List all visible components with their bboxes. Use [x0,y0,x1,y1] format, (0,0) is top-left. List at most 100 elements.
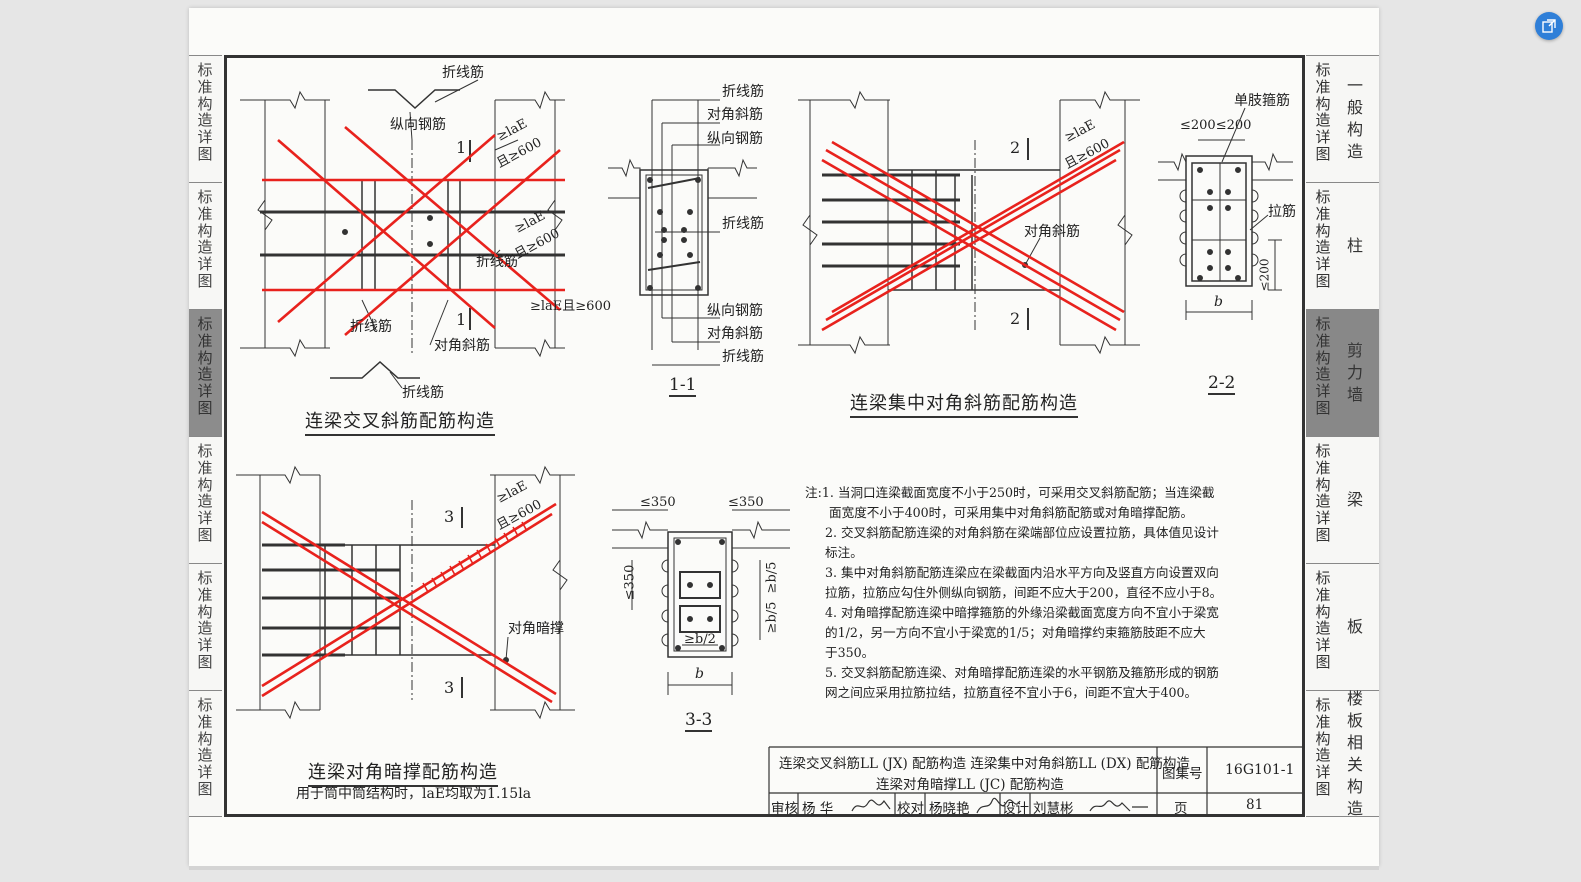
right-tab-shear-wall[interactable]: 标准构造详图剪力墙 [1306,309,1379,436]
fig1-label-zhexian-left: 折线筋 [350,319,392,335]
fig2-red-bars [821,140,1125,332]
right-tab-category: 一般构造 [1346,76,1363,161]
right-tab-label: 标准构造详图 [1315,442,1331,544]
note-line: 网之间应采用拉筋拉结，拉筋直径不宜小于6，间距不宜大于400。 [825,685,1198,700]
note-line: 4. 对角暗撑配筋连梁中暗撑箍筋的外缘沿梁截面宽度方向不宜小于梁宽 [825,605,1219,620]
fig1-label-zhexian-top: 折线筋 [442,65,484,81]
note-line: 的1/2，另一方向不宜小于梁宽的1/5；对角暗撑约束箍筋肢距不应大 [825,625,1206,640]
fig1-sec-bottom: 1 [456,310,467,329]
s1-label-zhexian-1: 折线筋 [722,84,764,100]
fig1-red-bars [262,126,565,336]
fig2-label-duijiao: 对角斜筋 [1024,224,1080,240]
design-label: 设计 [1002,801,1029,817]
right-tab-label: 标准构造详图 [1315,61,1331,163]
right-tab-general[interactable]: 标准构造详图一般构造 [1306,55,1379,182]
title-block-lines [768,746,1305,817]
note-line: 于350。 [825,645,875,660]
s3-dim-b5-2: ≥b/5 [764,601,780,634]
s3-dim-350-vert: ≤350 [622,564,638,601]
right-tab-category: 梁 [1346,490,1363,509]
open-external-icon [1542,19,1556,33]
s2-label-danzhi: 单肢箍筋 [1234,93,1290,109]
left-tab-label: 标准构造详图 [197,315,213,417]
note-line: 2. 交叉斜筋配筋连梁的对角斜筋在梁端部位应设置拉筋，具体值见设计 [825,525,1219,540]
right-tab-slab-related[interactable]: 标准构造详图楼板相关构造 [1306,688,1379,818]
atlas-number: 16G101-1 [1225,762,1295,778]
title-block-line1: 连梁交叉斜筋LL (JX) 配筋构造 连梁集中对角斜筋LL (DX) 配筋构造 [779,756,1190,772]
fig1-title: 连梁交叉斜筋配筋构造 [305,407,495,436]
s2-dim-200: ≤200 [1257,258,1272,292]
page-number: 81 [1246,797,1264,813]
right-tab-slab[interactable]: 标准构造详图板 [1306,563,1379,690]
s1-label-zongxiang-1: 纵向钢筋 [707,131,763,147]
fig3-linework [236,465,575,720]
fig3-sec-top: 3 [444,507,455,526]
checker-name: 杨晓艳 [929,801,970,817]
s1-label-duijiao-1: 对角斜筋 [707,107,763,123]
fig3-title: 连梁对角暗撑配筋构造 [308,758,498,787]
section-3-3-title: 3-3 [685,710,713,732]
check-label: 校对 [897,801,924,817]
fig2-sec-bottom: 2 [1010,309,1021,328]
left-tab-6[interactable]: 标准构造详图 [189,690,222,817]
s2-dim-200-200: ≤200≤200 [1180,118,1252,133]
design-notes: 注:1. 当洞口连梁截面宽度不小于250时，可采用交叉斜筋配筋；当连梁截 面宽度… [805,483,1275,703]
section-2-2-linework [1158,107,1293,320]
right-tab-category: 楼板相关构造 [1346,688,1363,818]
left-tab-label: 标准构造详图 [197,696,213,798]
right-tab-label: 标准构造详图 [1315,315,1331,417]
section-1-1-linework [608,99,757,366]
drawing-frame [224,55,1305,817]
s3-dim-b2: ≥b/2 [684,632,716,647]
fig3-red-bars [261,502,557,704]
fig1-anchor-bottom: ≥laE且≥600 [530,299,611,314]
s1-label-duijiao-2: 对角斜筋 [707,326,763,342]
note-line: 3. 集中对角斜筋配筋连梁应在梁截面内沿水平方向及竖直方向设置双向 [825,565,1219,580]
left-tab-1[interactable]: 标准构造详图 [189,55,222,182]
s3-dim-b5-1: ≥b/5 [764,561,780,594]
left-tab-label: 标准构造详图 [197,188,213,290]
note-line: 5. 交叉斜筋配筋连梁、对角暗撑配筋连梁的水平钢筋及箍筋形成的钢筋 [825,665,1219,680]
right-tab-column[interactable]: 标准构造详图柱 [1306,182,1379,309]
s2-dim-b: b [1214,294,1223,310]
review-label: 审核 [771,801,798,817]
s1-label-zhexian-2: 折线筋 [722,216,764,232]
drawing-sheet [189,8,1379,866]
fig1-label-duijiao: 对角斜筋 [434,338,490,354]
note-line: 标注。 [825,545,863,560]
page-bottom-strip [189,866,1379,870]
left-tab-label: 标准构造详图 [197,61,213,163]
fig3-sec-bottom: 3 [444,678,455,697]
title-block-line2: 连梁对角暗撑LL (JC) 配筋构造 [876,777,1064,793]
s1-label-zhexian-3: 折线筋 [722,349,764,365]
section-1-1-title: 1-1 [669,375,697,397]
s3-dim-350-right: ≤350 [728,495,764,510]
s3-dim-350-left: ≤350 [640,495,676,510]
left-tab-label: 标准构造详图 [197,442,213,544]
fig3-label-ancheng: 对角暗撑 [508,621,564,637]
left-tab-3[interactable]: 标准构造详图 [189,309,222,436]
fig2-sec-top: 2 [1010,138,1021,157]
right-tab-label: 标准构造详图 [1315,569,1331,671]
right-tab-beam[interactable]: 标准构造详图梁 [1306,436,1379,563]
fig1-sec-top: 1 [456,138,467,157]
fig2-linework [798,90,1140,355]
usage-note: 用于筒中筒结构时，laE均取为1.15la [296,786,532,802]
left-tab-5[interactable]: 标准构造详图 [189,563,222,690]
left-tab-label: 标准构造详图 [197,569,213,671]
right-tab-label: 标准构造详图 [1315,696,1331,798]
note-line: 面宽度不小于400时，可采用集中对角斜筋配筋或对角暗撑配筋。 [829,505,1194,520]
page-label: 页 [1174,801,1188,817]
fig1-label-zhexian-mid: 折线筋 [476,254,518,270]
right-tab-category: 柱 [1346,236,1363,255]
left-tab-2[interactable]: 标准构造详图 [189,182,222,309]
s3-dim-b: b [695,666,704,682]
left-tab-4[interactable]: 标准构造详图 [189,436,222,563]
open-external-button[interactable] [1535,12,1563,40]
reviewer-name: 杨 华 [802,801,834,817]
signature-marks [851,797,1148,814]
designer-name: 刘慧彬 [1033,801,1074,817]
fig1-label-zhexian-bottom: 折线筋 [402,385,444,401]
